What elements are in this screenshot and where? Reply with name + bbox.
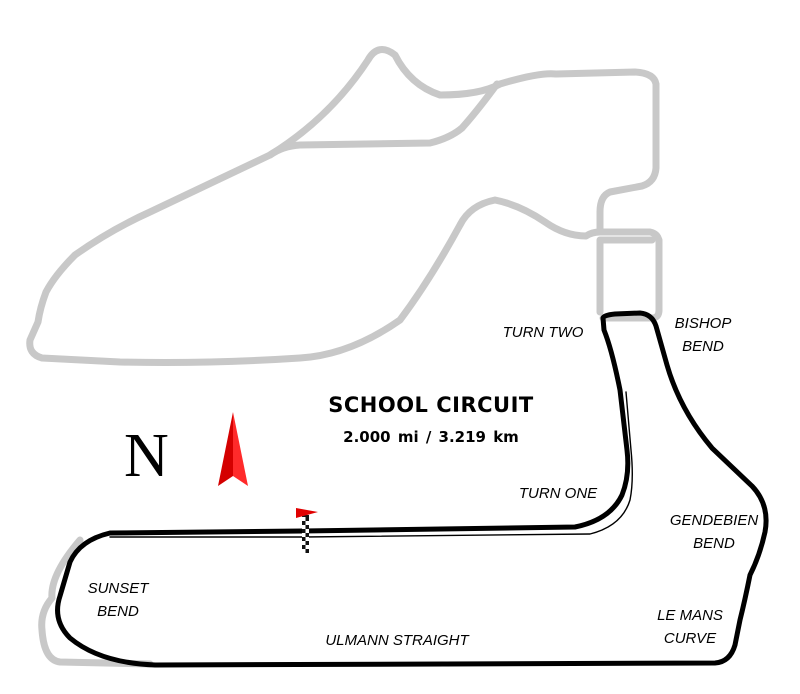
inactive-track: [26, 46, 663, 668]
grey-infield-link: [266, 80, 501, 159]
label-bishop-bend-line1: BISHOP: [675, 315, 732, 332]
north-letter: N: [124, 422, 169, 490]
start-finish-flag: [296, 508, 318, 553]
grey-outer-loop: [26, 46, 663, 366]
label-ulmann-straight: ULMANN STRAIGHT: [325, 632, 470, 649]
grey-inner-box: [596, 236, 663, 316]
circuit-length: 2.000 mi / 3.219 km: [343, 428, 519, 446]
label-turn-one: TURN ONE: [519, 485, 598, 502]
label-sunset-bend-line2: BEND: [97, 603, 139, 620]
circuit-title: SCHOOL CIRCUIT: [328, 393, 534, 417]
active-track: [55, 310, 769, 668]
pit-lane: [109, 391, 633, 538]
label-gendebien-bend-line1: GENDEBIEN: [670, 512, 759, 529]
school-circuit-track: [55, 310, 769, 668]
north-arrow-icon: [218, 412, 248, 486]
label-sunset-bend-line1: SUNSET: [88, 580, 151, 597]
label-le-mans-curve-line1: LE MANS: [657, 607, 723, 624]
label-le-mans-curve-line2: CURVE: [664, 630, 717, 647]
label-turn-two: TURN TWO: [503, 324, 584, 341]
red-flag-icon: [296, 508, 318, 518]
label-bishop-bend-line2: BEND: [682, 338, 724, 355]
grey-south-loop: [38, 536, 154, 668]
label-gendebien-bend-line2: BEND: [693, 535, 735, 552]
